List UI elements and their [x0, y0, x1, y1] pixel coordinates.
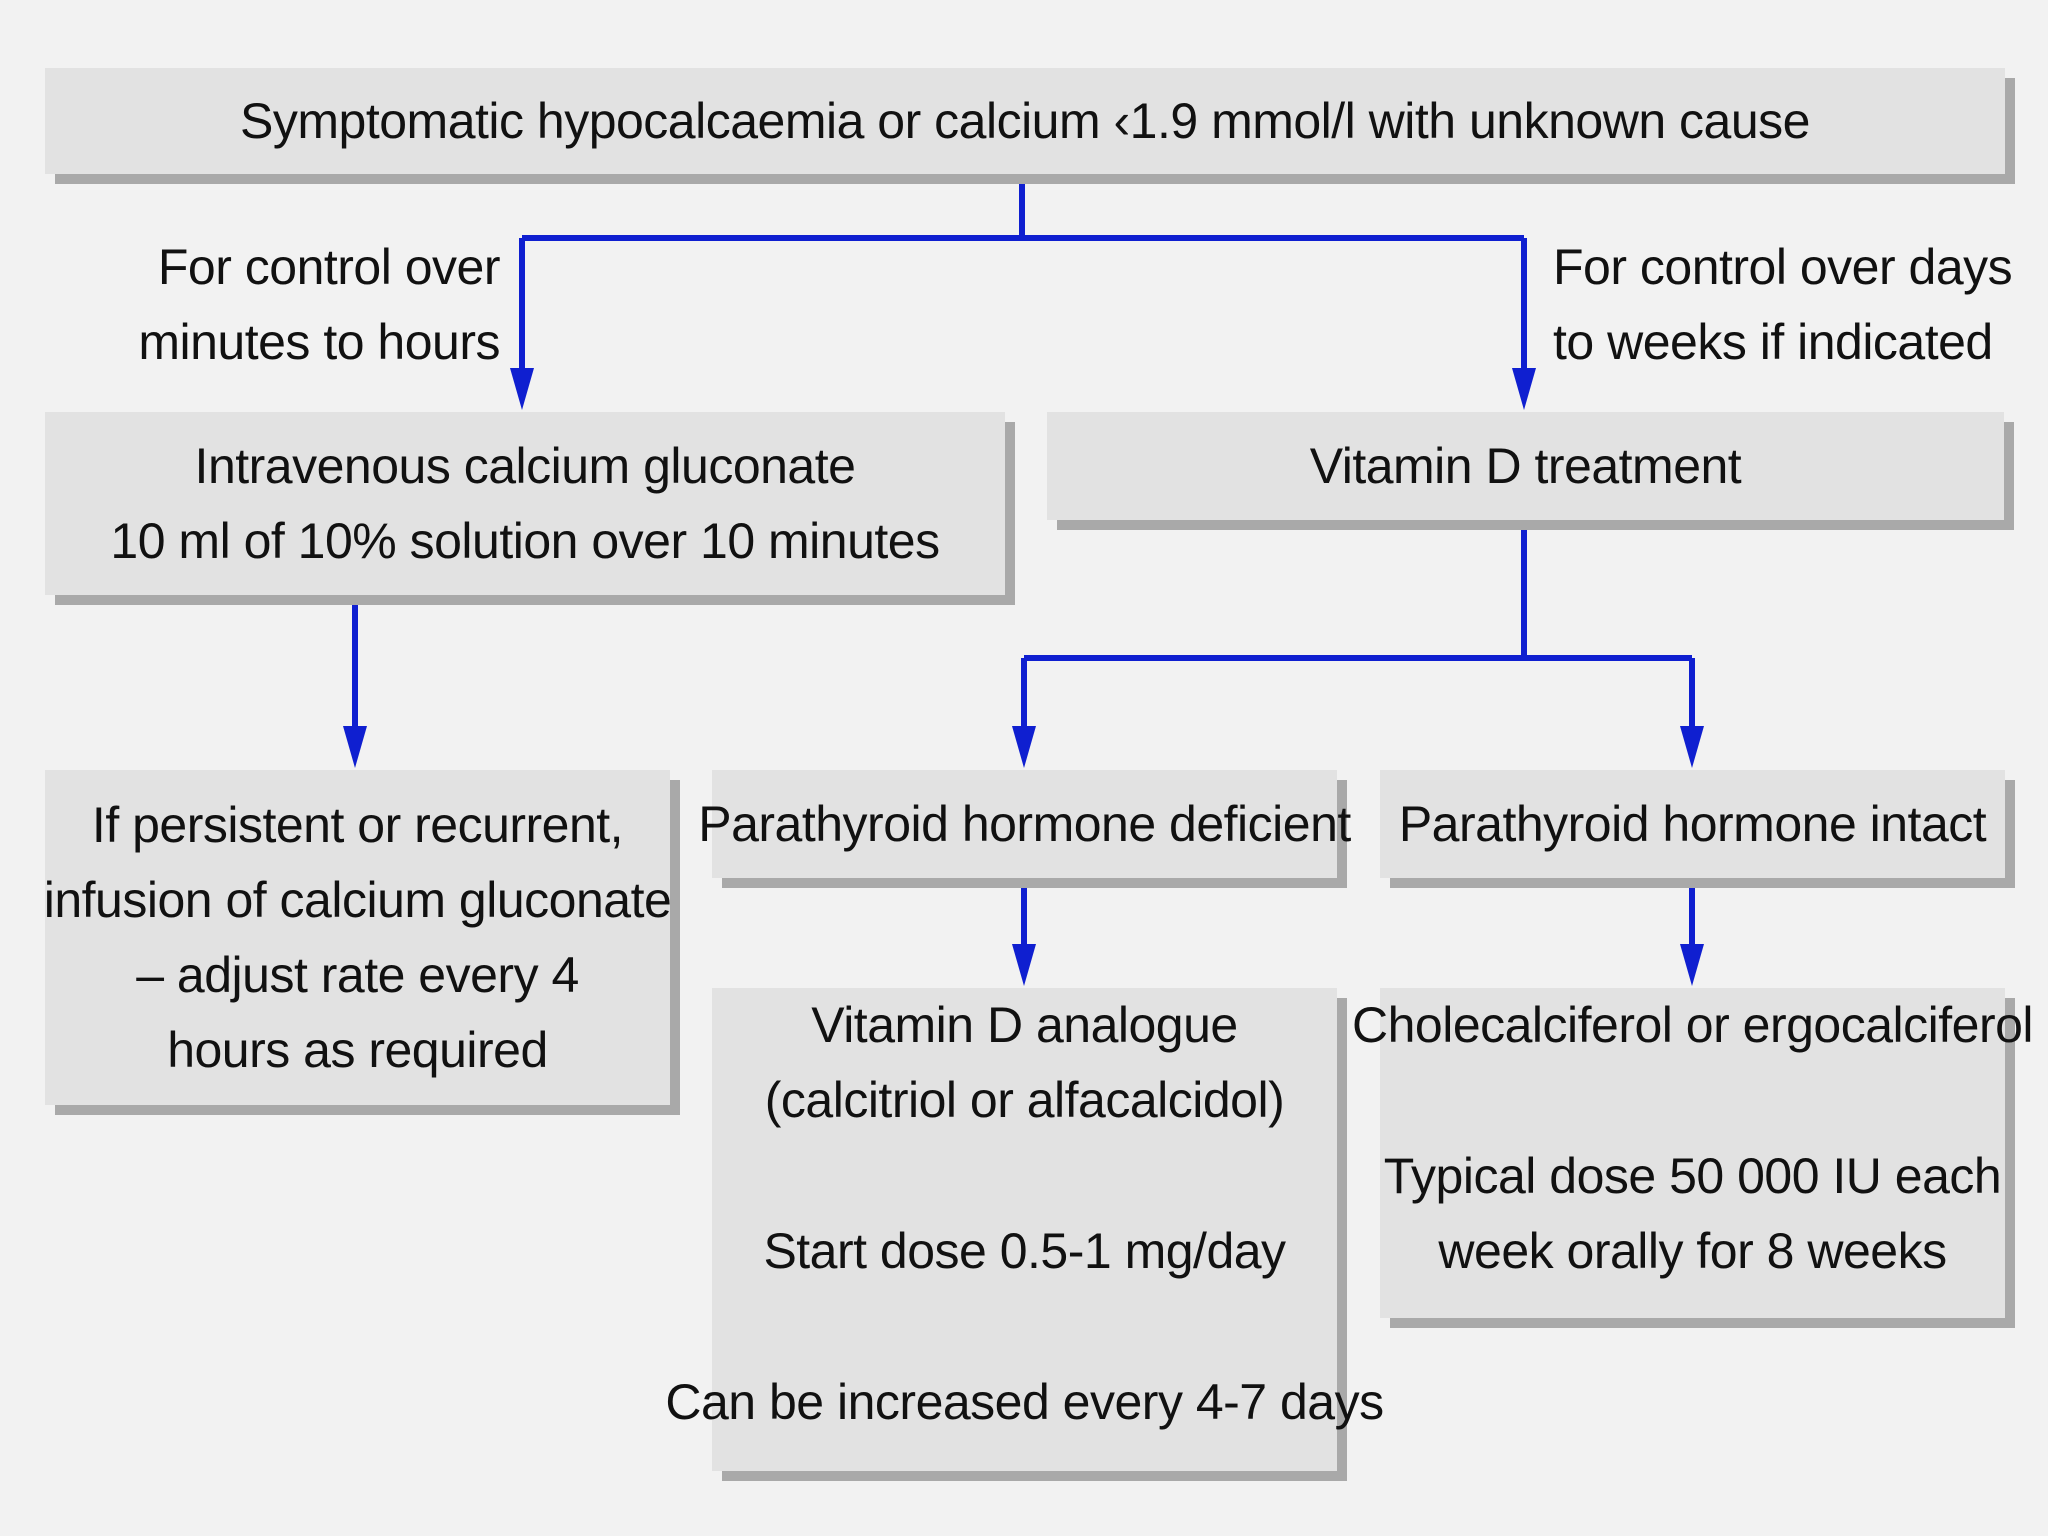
left-branch-label-line-2: minutes to hours: [138, 314, 500, 370]
root-condition-text: Symptomatic hypocalcaemia or calcium ‹1.…: [240, 92, 1810, 149]
deficient-to-analogue-arrowhead: [1012, 944, 1036, 986]
infusion-box-line-3: – adjust rate every 4: [136, 946, 579, 1003]
pth-intact-text: Parathyroid hormone intact: [1398, 795, 1987, 852]
pth-deficient-arrowhead: [1012, 726, 1036, 768]
pth-deficient-text: Parathyroid hormone deficient: [698, 795, 1351, 852]
iv-box-line-2: 10 ml of 10% solution over 10 minutes: [110, 512, 940, 569]
analogue-title-line-2: (calcitriol or alfacalcidol): [764, 1072, 1285, 1128]
infusion-box-line-2: infusion of calcium gluconate: [43, 871, 672, 928]
vitamin-d-treatment-box: Vitamin D treatment: [1047, 412, 2004, 520]
calcium-infusion-box: If persistent or recurrent, infusion of …: [43, 770, 672, 1105]
intact-to-chole-arrowhead: [1680, 944, 1704, 986]
iv-calcium-gluconate-box: Intravenous calcium gluconate 10 ml of 1…: [45, 412, 1005, 595]
analogue-title-line-1: Vitamin D analogue: [811, 997, 1238, 1053]
analogue-start-dose: Start dose 0.5-1 mg/day: [763, 1223, 1286, 1279]
vitamin-d-treatment-text: Vitamin D treatment: [1309, 437, 1742, 494]
vitamin-d-analogue-box: Vitamin D analogue (calcitriol or alfaca…: [665, 988, 1384, 1471]
left-branch-label: For control over minutes to hours: [138, 230, 500, 380]
pth-intact-box: Parathyroid hormone intact: [1380, 770, 2005, 878]
cholecalciferol-box: Cholecalciferol or ergocalciferol Typica…: [1352, 988, 2034, 1318]
root-condition-box: Symptomatic hypocalcaemia or calcium ‹1.…: [45, 68, 2005, 174]
right-branch-label-line-1: For control over days: [1553, 239, 2013, 295]
left-branch-label-line-1: For control over: [157, 239, 501, 295]
infusion-box-line-1: If persistent or recurrent,: [91, 796, 624, 853]
left-branch-arrowhead: [510, 368, 534, 410]
right-branch-arrowhead: [1512, 368, 1536, 410]
iv-to-infusion-arrowhead: [343, 726, 367, 768]
pth-deficient-box: Parathyroid hormone deficient: [698, 770, 1351, 878]
right-branch-label: For control over days to weeks if indica…: [1553, 230, 2013, 380]
root-split-connector: [522, 172, 1524, 241]
vitd-split-connector: [1024, 520, 1692, 661]
chole-dose-line-1: Typical dose 50 000 IU each: [1383, 1148, 2002, 1204]
iv-box-line-1: Intravenous calcium gluconate: [194, 437, 856, 494]
chole-dose-line-2: week orally for 8 weeks: [1438, 1223, 1947, 1279]
right-branch-label-line-2: to weeks if indicated: [1553, 314, 1993, 370]
analogue-increase-note: Can be increased every 4-7 days: [665, 1374, 1384, 1430]
chole-title: Cholecalciferol or ergocalciferol: [1351, 997, 2034, 1053]
pth-intact-arrowhead: [1680, 726, 1704, 768]
infusion-box-line-4: hours as required: [167, 1021, 548, 1078]
